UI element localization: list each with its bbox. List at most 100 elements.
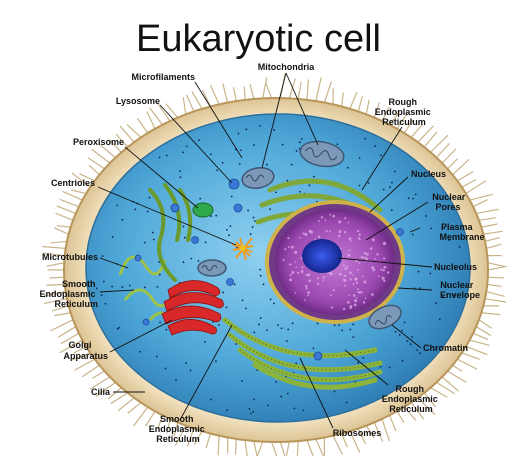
chromatin-granule — [343, 231, 347, 234]
ribosome — [111, 285, 114, 288]
chromatin-granule — [307, 291, 310, 294]
cilium — [417, 397, 436, 416]
cilium — [340, 433, 348, 448]
ribosome — [189, 369, 192, 372]
label-nucleolus: Nucleolus — [434, 262, 477, 272]
label-mitochondria: Mitochondria — [258, 62, 315, 72]
chromatin-granule — [317, 235, 321, 239]
cilium — [145, 410, 156, 427]
cilium — [279, 441, 286, 457]
cilium — [486, 243, 502, 250]
ribosome — [438, 318, 441, 320]
cilium — [270, 441, 278, 457]
cilium — [487, 265, 508, 271]
ribosome — [228, 234, 230, 237]
ribosome — [111, 236, 114, 238]
ribosome — [165, 154, 168, 157]
ribosome — [245, 128, 248, 131]
cilium — [173, 422, 179, 437]
mitochondrion — [299, 140, 345, 168]
cilium — [42, 245, 66, 250]
chromatin-granule — [338, 230, 342, 233]
ribosome — [286, 179, 289, 182]
ribosome — [222, 291, 225, 294]
ribosome — [197, 260, 200, 262]
ribosome — [367, 182, 370, 184]
ribosome — [158, 261, 161, 264]
cilium — [487, 262, 505, 267]
ribosome — [425, 215, 427, 217]
ribosome — [389, 186, 391, 188]
cilium — [452, 364, 463, 372]
cilium — [115, 133, 129, 148]
label-golgi: Golgi Apparatus — [63, 340, 108, 361]
cilium — [186, 428, 195, 447]
ribosome — [338, 324, 340, 327]
chromatin-granule — [348, 237, 352, 241]
chromatin-granule — [372, 268, 376, 272]
cilium — [193, 430, 203, 445]
chromatin-granule — [289, 274, 292, 277]
chromatin-granule — [337, 234, 341, 238]
ribosome — [382, 188, 385, 191]
cilium — [323, 81, 333, 103]
cilium — [396, 112, 408, 130]
chromatin-granule — [289, 263, 292, 266]
ribosome — [248, 408, 251, 410]
ribosome — [290, 163, 293, 166]
ribosome — [143, 241, 146, 244]
nucleus — [265, 200, 405, 324]
cilium — [469, 339, 490, 347]
ribosome — [388, 366, 391, 369]
ribosome — [411, 336, 413, 338]
cilium — [410, 402, 425, 420]
ribosome — [253, 331, 256, 334]
ribosome — [249, 233, 252, 235]
ribosome — [241, 379, 243, 382]
chromatin-granule — [338, 220, 342, 224]
cilium — [98, 142, 116, 159]
ribosome — [249, 412, 252, 415]
cilium — [81, 364, 100, 378]
chromatin-granule — [299, 236, 301, 239]
ribosome — [209, 153, 212, 156]
cilium — [79, 173, 95, 182]
cilium — [483, 230, 503, 235]
ribosome — [280, 395, 283, 398]
chromatin-granule — [294, 250, 298, 254]
label-cilia: Cilia — [91, 387, 111, 397]
ribosome — [364, 137, 367, 140]
ribosome — [198, 139, 200, 142]
ribosome — [269, 298, 272, 301]
ribosome — [254, 220, 256, 222]
cilium — [423, 392, 436, 408]
cilium — [265, 82, 273, 99]
ribosome — [259, 274, 262, 277]
ribosome — [390, 209, 393, 212]
cilium — [43, 252, 65, 257]
label-lysosome: Lysosome — [116, 96, 160, 106]
ribosome — [407, 197, 410, 200]
chromatin-granule — [376, 253, 379, 256]
cilium — [447, 370, 467, 383]
cilium — [54, 312, 71, 317]
cilium — [107, 387, 122, 400]
chromatin-granule — [377, 275, 380, 278]
chromatin-granule — [307, 294, 310, 297]
mitochondrion — [241, 167, 275, 189]
ribosome — [275, 191, 277, 194]
ribosome — [259, 317, 262, 320]
cilium — [403, 119, 414, 134]
ribosome — [419, 352, 422, 355]
cilium — [136, 118, 149, 134]
chromatin-granule — [362, 301, 366, 304]
ribosome — [155, 355, 158, 358]
chromatin-granule — [301, 266, 304, 269]
ribosome — [215, 360, 217, 363]
cilium — [56, 225, 71, 228]
ribosome — [165, 328, 168, 331]
ribosome — [429, 272, 432, 275]
ribosome — [345, 401, 348, 404]
peroxisome — [192, 202, 214, 218]
